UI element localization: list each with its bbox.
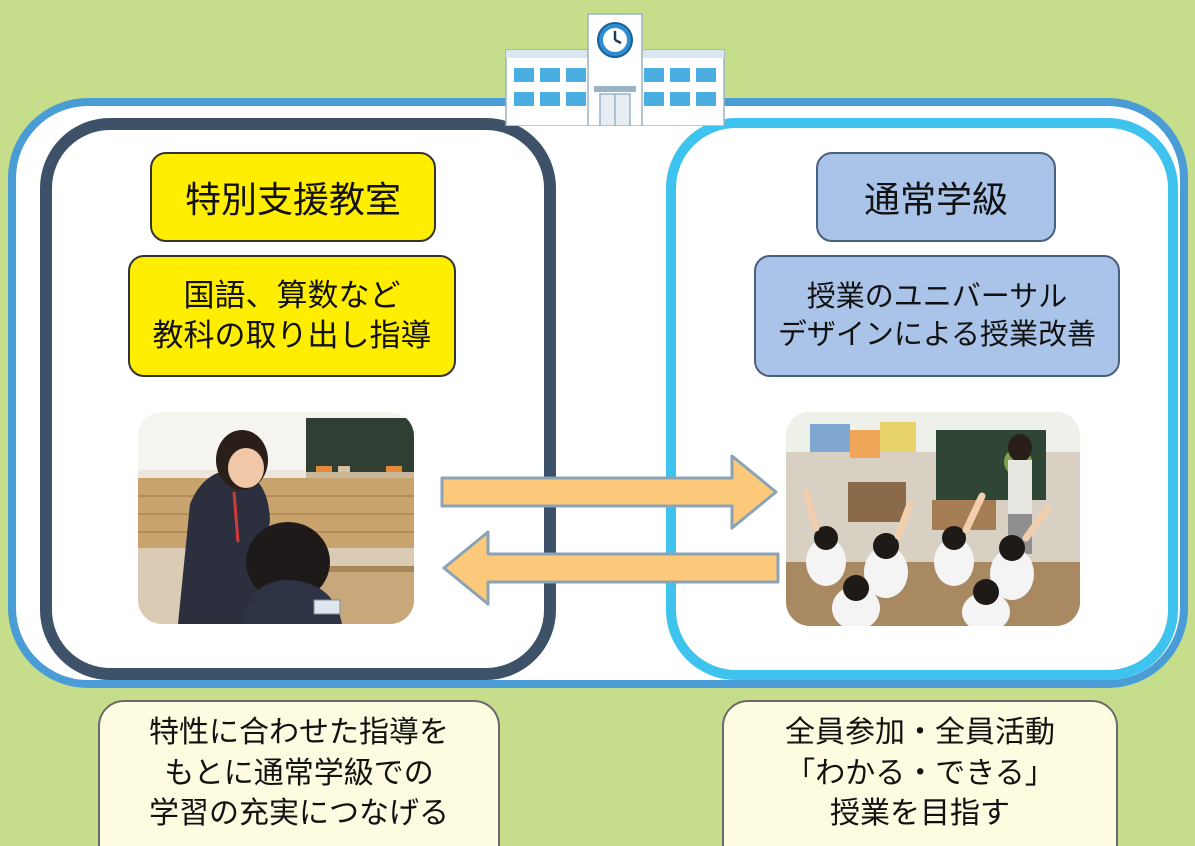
school-building-icon	[505, 13, 725, 126]
exchange-arrows	[440, 454, 780, 606]
arrow-left-icon	[442, 530, 780, 606]
support-outcome-line-3: 学習の充実につなげる	[149, 796, 449, 832]
special-support-desc-line-1: 国語、算数など	[183, 277, 401, 314]
regular-class-title-text: 通常学級	[863, 180, 1008, 221]
special-support-title-text: 特別支援教室	[184, 180, 401, 221]
classroom-photo	[786, 412, 1080, 626]
class-outcome-line-3: 授業を目指す	[830, 796, 1010, 832]
regular-class-title: 通常学級	[816, 152, 1056, 242]
class-outcome-line-1: 全員参加・全員活動	[785, 715, 1055, 751]
special-support-description: 国語、算数など 教科の取り出し指導	[128, 255, 456, 377]
support-outcome-line-2: もとに通常学級での	[164, 755, 434, 791]
special-support-desc-line-2: 教科の取り出し指導	[152, 318, 432, 354]
special-support-title: 特別支援教室	[150, 152, 436, 242]
support-outcome-box: 特性に合わせた指導を もとに通常学級での 学習の充実につなげる	[98, 700, 500, 846]
class-outcome-box: 全員参加・全員活動 「わかる・できる」 授業を目指す	[722, 700, 1118, 846]
regular-class-desc-line-1: 授業のユニバーサル	[806, 279, 1068, 314]
class-outcome-line-2: 「わかる・できる」	[785, 755, 1055, 791]
regular-class-desc-line-2: デザインによる授業改善	[777, 317, 1097, 351]
tutoring-photo	[138, 412, 414, 624]
arrow-right-icon	[440, 454, 778, 530]
support-outcome-line-1: 特性に合わせた指導を	[149, 715, 449, 751]
regular-class-description: 授業のユニバーサル デザインによる授業改善	[754, 255, 1120, 377]
